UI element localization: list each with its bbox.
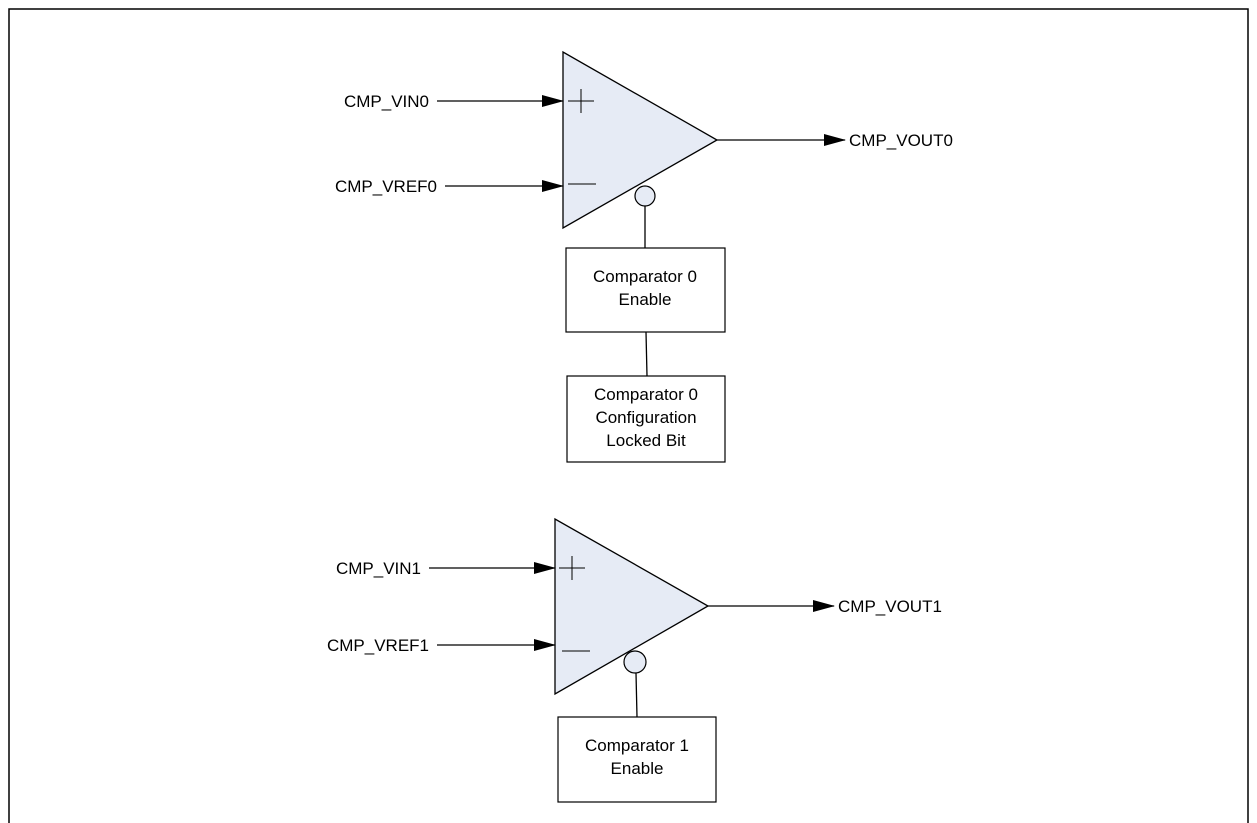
comparator-0-enable-box-line-1: Comparator 0	[593, 267, 697, 286]
comparator-0-vref-label: CMP_VREF0	[335, 177, 437, 196]
comparator-0-enable-box	[565, 247, 726, 333]
comparator-1: Comparator 1 Enable CMP_VIN1 CMP_VREF1 C…	[327, 517, 942, 803]
comparator-0-vout-label: CMP_VOUT0	[849, 131, 953, 150]
comparator-1-enable-box-line-1: Comparator 1	[585, 736, 689, 755]
comparator-0-plus-sign	[568, 89, 594, 113]
comparator-1-triangle	[554, 517, 710, 696]
comparator-0-triangle	[562, 50, 719, 230]
comparator-0: Comparator 0 Enable Comparator 0 Configu…	[335, 50, 953, 463]
comparator-1-plus-sign	[559, 556, 585, 580]
comparator-0-lock-box-line-3: Locked Bit	[606, 431, 686, 450]
comparator-1-enable-bubble	[623, 650, 647, 674]
comparator-0-enable-box-line-2: Enable	[619, 290, 672, 309]
comparator-0-lock-wire	[645, 331, 648, 377]
figure-frame	[8, 8, 1249, 823]
comparator-1-vout-label: CMP_VOUT1	[838, 597, 942, 616]
comparator-0-lock-box-line-2: Configuration	[595, 408, 696, 427]
comparator-1-enable-wire	[635, 672, 638, 718]
comparator-0-lock-box-line-1: Comparator 0	[594, 385, 698, 404]
comparator-1-vref-label: CMP_VREF1	[327, 636, 429, 655]
comparator-0-lock-box	[566, 375, 726, 463]
comparator-1-enable-box-line-2: Enable	[611, 759, 664, 778]
comparator-1-vin-label: CMP_VIN1	[336, 559, 421, 578]
comparator-0-vin-label: CMP_VIN0	[344, 92, 429, 111]
comparator-0-enable-bubble	[634, 185, 656, 207]
comparator-1-enable-box	[557, 716, 717, 803]
